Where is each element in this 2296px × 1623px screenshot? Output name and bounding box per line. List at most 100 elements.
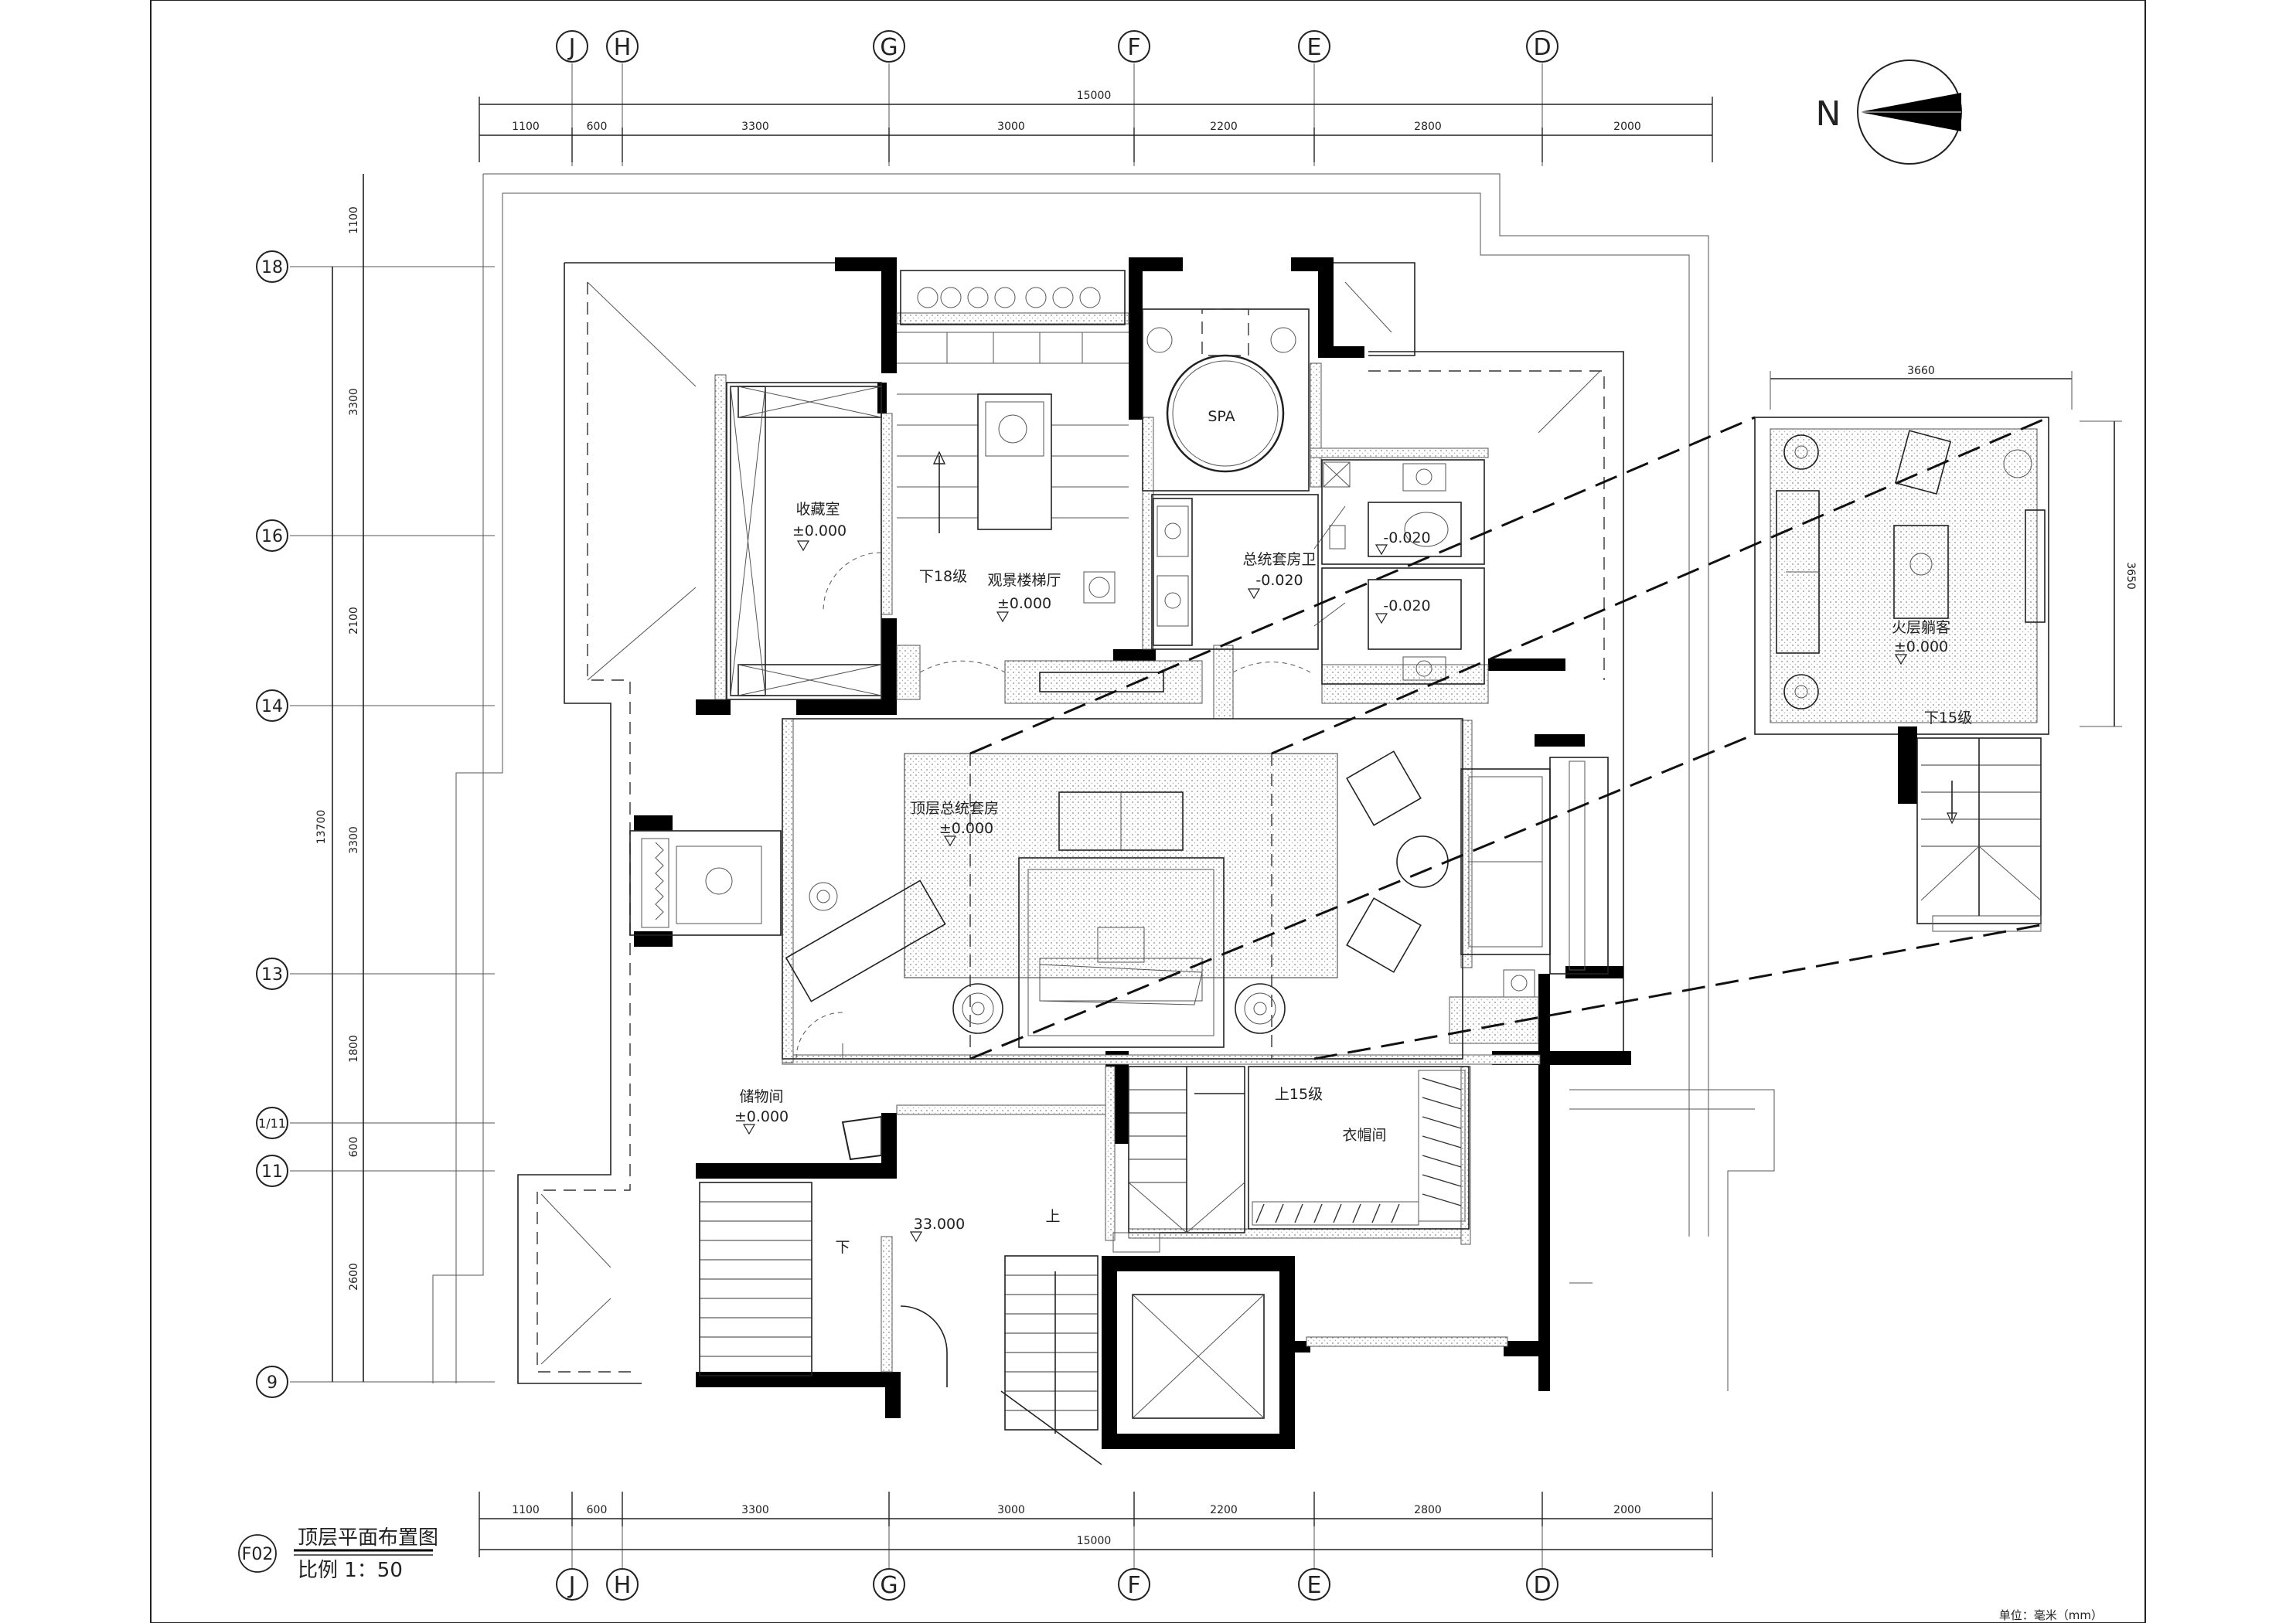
stair-down-west: 下 bbox=[699, 1182, 850, 1376]
armchair-lower bbox=[1346, 897, 1422, 973]
grid-bubble-d-top: D bbox=[1526, 30, 1558, 166]
master-bath-name: 总统套房卫 bbox=[1242, 551, 1316, 568]
store-room-level: ±0.000 bbox=[734, 1108, 789, 1125]
spa-room: SPA bbox=[1142, 308, 1310, 492]
west-bay-window bbox=[629, 830, 782, 936]
grid-columns-top: J H G F E D bbox=[556, 30, 1558, 166]
loft-stair-label: 下15级 bbox=[1924, 709, 1972, 726]
left-dim-1: 1100 bbox=[348, 206, 360, 234]
left-dim-total: 13700 bbox=[315, 810, 328, 845]
left-dim-2: 3300 bbox=[348, 388, 360, 416]
bottom-dim-5: 2200 bbox=[1210, 1504, 1238, 1516]
side-table bbox=[1396, 835, 1449, 888]
loft-name: 火层躺客 bbox=[1892, 619, 1950, 636]
grid-bubble-f-bottom: F bbox=[1118, 1492, 1150, 1601]
title-block: F02 顶层平面布置图 比例 1：50 单位：毫米（mm） bbox=[238, 1526, 2103, 1622]
chaise-lounge bbox=[785, 880, 946, 1002]
landing: 33.000 上 bbox=[900, 1208, 1061, 1387]
suite-carpet bbox=[904, 753, 1338, 978]
storage-room-name: 收藏室 bbox=[795, 501, 840, 518]
cloakroom: 衣帽间 bbox=[1248, 1066, 1470, 1230]
grid-label-f: F bbox=[1127, 34, 1140, 61]
grid-bubble-j-top: J bbox=[556, 30, 588, 166]
grid-label-j-bottom: J bbox=[567, 1572, 576, 1599]
storage-room-level: ±0.000 bbox=[792, 522, 847, 539]
grid-bubble-13: 13 bbox=[256, 958, 288, 990]
stair-up-central bbox=[1000, 1255, 1102, 1465]
bottom-dim-3: 3300 bbox=[741, 1504, 769, 1516]
grid-label-f-bottom: F bbox=[1127, 1572, 1140, 1599]
bottom-dimension-chain: 1100 600 3300 3000 2200 2800 2000 15000 bbox=[479, 1492, 1713, 1557]
top-dim-7: 2000 bbox=[1613, 121, 1641, 133]
left-dim-6: 600 bbox=[348, 1137, 360, 1158]
grid-columns-bottom: J H G F E D bbox=[556, 1492, 1558, 1601]
grid-label-1-11: 1/11 bbox=[258, 1116, 286, 1131]
grid-label-11: 11 bbox=[261, 1162, 283, 1182]
left-dim-4: 3300 bbox=[348, 826, 360, 854]
bottom-dim-2: 600 bbox=[587, 1504, 608, 1516]
grid-label-d: D bbox=[1533, 34, 1551, 61]
top-dim-1: 1100 bbox=[512, 121, 540, 133]
north-arrow: N bbox=[1816, 60, 1962, 165]
drawing-scale: 比例 1：50 bbox=[298, 1559, 403, 1582]
top-dim-3: 3300 bbox=[741, 121, 769, 133]
roof-outline bbox=[432, 173, 1709, 1384]
grid-label-18: 18 bbox=[261, 258, 283, 277]
left-dim-3: 2100 bbox=[348, 607, 360, 635]
inset-dim-width: 3660 bbox=[1907, 365, 1935, 377]
grid-bubble-g-top: G bbox=[873, 30, 905, 166]
suite-name: 顶层总统套房 bbox=[911, 800, 999, 817]
stair-down-label: 下 bbox=[835, 1239, 850, 1256]
grid-label-16: 16 bbox=[261, 527, 283, 546]
grid-label-13: 13 bbox=[261, 965, 283, 985]
cloakroom-name: 衣帽间 bbox=[1342, 1127, 1386, 1144]
bedside-lamp-left bbox=[952, 983, 1003, 1034]
spa-label: SPA bbox=[1208, 408, 1235, 425]
master-bath-level: -0.020 bbox=[1255, 572, 1303, 589]
storage-room: 收藏室 ±0.000 bbox=[726, 382, 882, 700]
grid-bubble-18: 18 bbox=[256, 250, 288, 283]
stair-up-label: 上 bbox=[1045, 1208, 1060, 1225]
grid-bubble-9: 9 bbox=[256, 1366, 288, 1398]
grid-rows-left: 18 16 14 13 1/11 11 9 bbox=[256, 250, 495, 1398]
bottom-dim-total: 15000 bbox=[1077, 1535, 1112, 1547]
left-dimension-chain: 13700 1100 3300 2100 3300 1800 600 2600 bbox=[315, 174, 364, 1382]
loft-inset: 3660 3650 火层躺客 ±0.000 下15级 bbox=[1754, 365, 2137, 932]
grid-label-h-bottom: H bbox=[614, 1572, 632, 1599]
store-room-name: 储物间 bbox=[739, 1088, 783, 1105]
adjacent-building-outline bbox=[1569, 1089, 1775, 1391]
grid-label-g-bottom: G bbox=[880, 1572, 898, 1599]
bottom-dim-1: 1100 bbox=[512, 1504, 540, 1516]
sheet-frame bbox=[150, 0, 2146, 1623]
structural-walls bbox=[634, 257, 1631, 1449]
stair-down-18: 下18级 bbox=[919, 568, 967, 585]
bedside-lamp-right bbox=[1235, 983, 1286, 1034]
top-dimension-chain: 15000 1100 600 3300 3000 2200 2800 2000 bbox=[479, 90, 1713, 162]
grid-label-9: 9 bbox=[267, 1373, 278, 1393]
planter-row bbox=[917, 287, 1101, 308]
unit-note: 单位：毫米（mm） bbox=[1999, 1608, 2103, 1622]
loft-level: ±0.000 bbox=[1894, 638, 1948, 655]
floor-lamp bbox=[809, 882, 838, 911]
bottom-dim-6: 2800 bbox=[1414, 1504, 1442, 1516]
armchair-upper bbox=[1346, 750, 1422, 826]
landing-level: 33.000 bbox=[914, 1216, 965, 1233]
grid-bubble-14: 14 bbox=[256, 689, 288, 722]
grid-bubble-1-11: 1/11 bbox=[256, 1107, 288, 1139]
presidential-suite: 顶层总统套房 ±0.000 bbox=[782, 718, 1609, 1060]
stair-hall-level: ±0.000 bbox=[997, 595, 1051, 612]
left-dim-7: 2600 bbox=[348, 1263, 360, 1291]
stair-up-15: 上15级 bbox=[1275, 1086, 1323, 1103]
elevator-shaft bbox=[1132, 1294, 1265, 1419]
top-dim-4: 3000 bbox=[997, 121, 1025, 133]
grid-label-j: J bbox=[567, 34, 576, 61]
grid-bubble-11: 11 bbox=[256, 1155, 288, 1187]
drawing-title: 顶层平面布置图 bbox=[298, 1526, 438, 1550]
suite-level: ±0.000 bbox=[939, 820, 993, 837]
left-dim-5: 1800 bbox=[348, 1035, 360, 1063]
drawing-code: F02 bbox=[242, 1545, 274, 1564]
grid-bubble-16: 16 bbox=[256, 519, 288, 552]
inset-dim-height: 3650 bbox=[2124, 562, 2137, 590]
wc-upper-level: -0.020 bbox=[1383, 529, 1430, 546]
